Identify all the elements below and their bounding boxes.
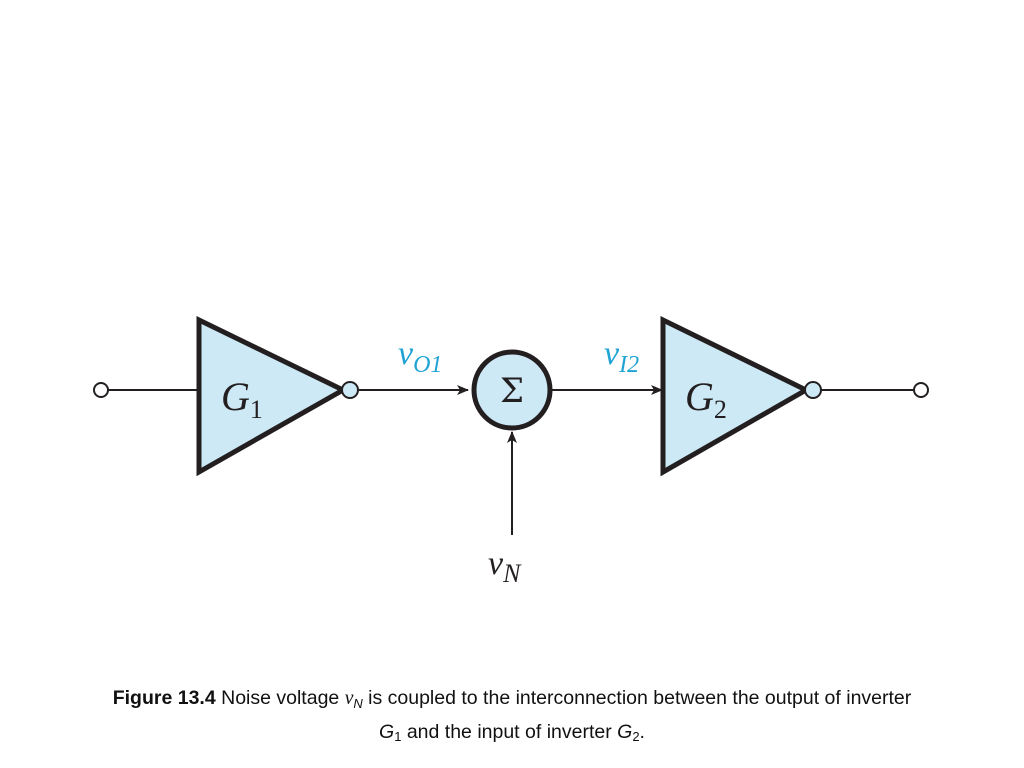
caption-vn-main: v — [344, 688, 354, 709]
inverter-g1-bubble — [341, 381, 359, 399]
caption-text-1: Noise voltage — [215, 687, 345, 709]
inverter-g2-label: G2 — [685, 374, 727, 424]
caption-text-4: . — [639, 721, 645, 743]
signal-vn-label: vN — [488, 545, 522, 588]
caption-g1-main: G — [379, 721, 395, 743]
caption-text-2: is coupled to the interconnection betwee… — [362, 687, 912, 709]
caption-line-1: Figure 13.4 Noise voltage vN is coupled … — [0, 684, 1024, 718]
input-terminal — [93, 382, 109, 398]
signal-vi2-label: vI2 — [604, 335, 639, 378]
caption-line-2: G1 and the input of inverter G2. — [0, 718, 1024, 751]
caption-label: Figure 13.4 — [112, 687, 216, 709]
figure-caption: Figure 13.4 Noise voltage vN is coupled … — [0, 684, 1024, 751]
inverter-g1 — [196, 316, 349, 477]
caption-g1-sub: 1 — [394, 729, 402, 744]
caption-g2-main: G — [617, 721, 633, 743]
caption-vn-sub: N — [353, 696, 363, 711]
signal-vo1-label: vO1 — [398, 335, 442, 378]
output-terminal — [913, 382, 929, 398]
inverter-g2 — [660, 315, 812, 477]
caption-g2-sub: 2 — [632, 729, 640, 744]
summing-symbol: Σ — [500, 371, 524, 411]
caption-text-3: and the input of inverter — [401, 721, 618, 743]
inverter-g2-bubble — [804, 381, 822, 399]
summing-junction — [471, 349, 553, 431]
inverter-g1-label: G1 — [221, 374, 263, 424]
